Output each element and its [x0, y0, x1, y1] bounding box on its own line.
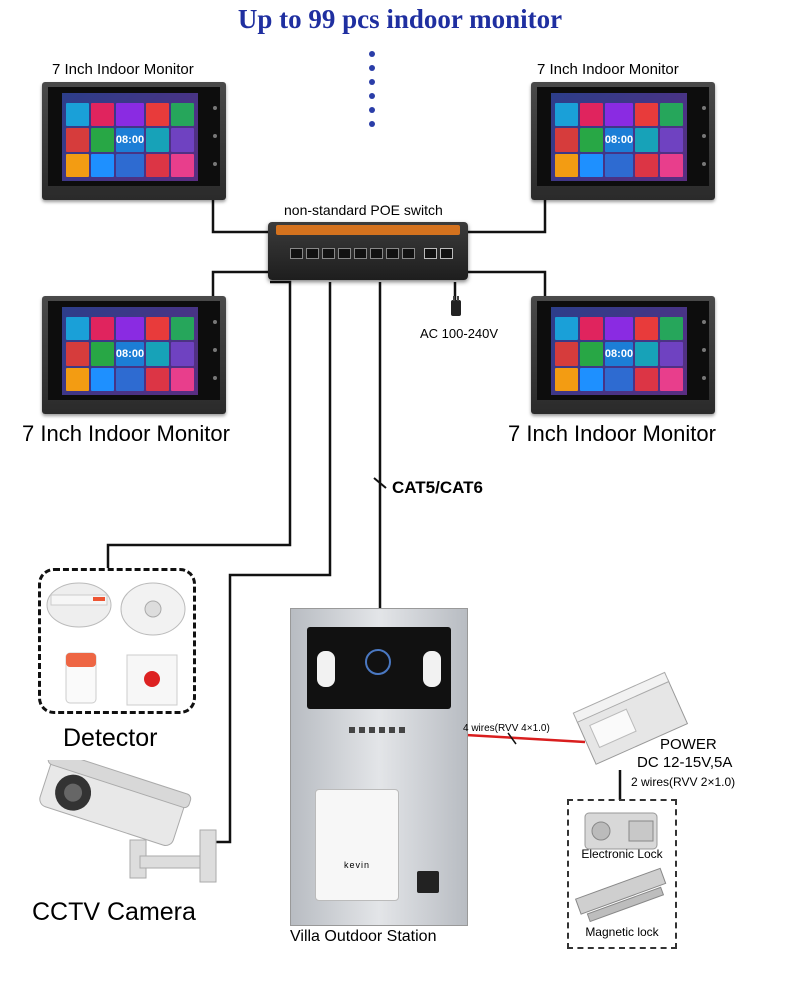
cable-label: CAT5/CAT6 [392, 478, 483, 497]
electronic-lock-label: Electronic Lock [581, 847, 663, 861]
monitor-icon: 08:00 [62, 93, 198, 181]
outdoor-station-icon: kevin [290, 608, 468, 926]
clock-tile: 08:00 [115, 342, 145, 366]
monitor-icon: 08:00 [551, 307, 687, 395]
cctv-camera-icon [39, 760, 217, 883]
magnetic-lock-icon [574, 867, 667, 923]
four-wires-label: 4 wires(RVV 4×1.0) [463, 723, 550, 734]
switch-label: non-standard POE switch [284, 202, 443, 218]
power-plug-icon [451, 296, 461, 316]
two-wires-label: 2 wires(RVV 2×1.0) [631, 775, 736, 789]
clock-tile: 08:00 [604, 128, 634, 152]
power-spec: DC 12-15V,5A [637, 754, 733, 771]
monitor-icon: 08:00 [551, 93, 687, 181]
detector-label: Detector [63, 724, 158, 752]
magnetic-lock-label: Magnetic lock [585, 925, 659, 939]
power-title: POWER [660, 736, 717, 753]
monitor-top-right-label: 7 Inch Indoor Monitor [537, 61, 679, 78]
continuation-dots [369, 51, 375, 127]
monitor-mid-right: 08:00 [531, 296, 715, 414]
station-brand: kevin [343, 860, 370, 870]
electronic-lock-icon [584, 812, 658, 850]
monitor-top-left-label: 7 Inch Indoor Monitor [52, 61, 194, 78]
power-input-label: AC 100-240V [420, 326, 499, 341]
page-title: Up to 99 pcs indoor monitor [237, 4, 563, 34]
monitor-mid-left: 08:00 [42, 296, 226, 414]
monitor-icon: 08:00 [62, 307, 198, 395]
monitor-mid-right-label: 7 Inch Indoor Monitor [508, 421, 716, 446]
power-supply-icon [572, 671, 689, 765]
gas-detector-icon [46, 582, 112, 628]
detector-group [38, 568, 196, 714]
monitor-mid-left-label: 7 Inch Indoor Monitor [22, 421, 230, 446]
clock-tile: 08:00 [115, 128, 145, 152]
panic-button-icon [126, 654, 178, 706]
lock-group: Electronic Lock Magnetic lock [567, 799, 677, 949]
clock-tile: 08:00 [604, 342, 634, 366]
monitor-top-left: 08:00 [42, 82, 226, 200]
monitor-top-right: 08:00 [531, 82, 715, 200]
cctv-label: CCTV Camera [32, 898, 196, 926]
outdoor-station-label: Villa Outdoor Station [290, 928, 437, 945]
smoke-detector-icon [120, 582, 186, 636]
poe-switch-icon [268, 222, 468, 280]
panic-button-icon-1 [65, 652, 97, 704]
